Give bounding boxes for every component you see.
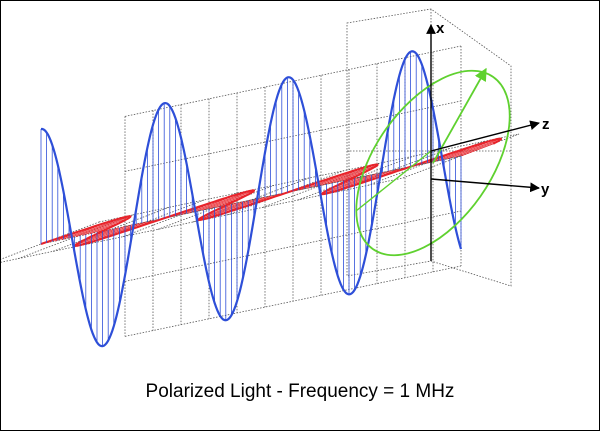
horizontal-grid-line	[192, 177, 310, 223]
horizontal-grid-line	[87, 199, 205, 245]
electric-field-vector	[76, 224, 133, 247]
vertical-grid-row	[124, 210, 462, 282]
horizontal-grid-line	[157, 184, 275, 230]
horizontal-grid-line	[297, 155, 415, 201]
electric-field-vector	[453, 139, 501, 158]
axis-label-z: z	[542, 116, 550, 133]
y-axis	[430, 178, 540, 193]
diagram-caption: Polarized Light - Frequency = 1 MHz	[145, 381, 455, 402]
electric-field-vector	[327, 164, 378, 185]
horizontal-grid-line	[332, 148, 450, 194]
coordinate-axes	[426, 24, 540, 261]
z-axis	[430, 120, 540, 152]
polarization-vector	[432, 67, 487, 164]
polarization-trace	[355, 150, 432, 212]
polarization-ellipse-curve	[355, 69, 511, 257]
horizontal-grid-line	[52, 206, 170, 252]
horizontal-grid-line	[1, 221, 100, 260]
electric-field-vector	[82, 217, 130, 236]
electric-field-vector	[460, 143, 494, 157]
vertical-grid-row	[124, 265, 462, 337]
horizontal-grid-line	[227, 170, 345, 216]
magnetic-field-curve	[41, 50, 463, 348]
electric-field-vector	[75, 215, 131, 238]
electric-field-vector	[320, 164, 376, 186]
magnetic-field-wave	[40, 50, 463, 348]
axis-label-y: y	[541, 181, 550, 198]
polarization-ellipse	[355, 67, 511, 257]
electric-field-vector	[446, 138, 501, 160]
electric-field-vector	[201, 190, 255, 211]
electric-field-vector	[75, 226, 126, 246]
axis-label-x: x	[436, 20, 445, 37]
